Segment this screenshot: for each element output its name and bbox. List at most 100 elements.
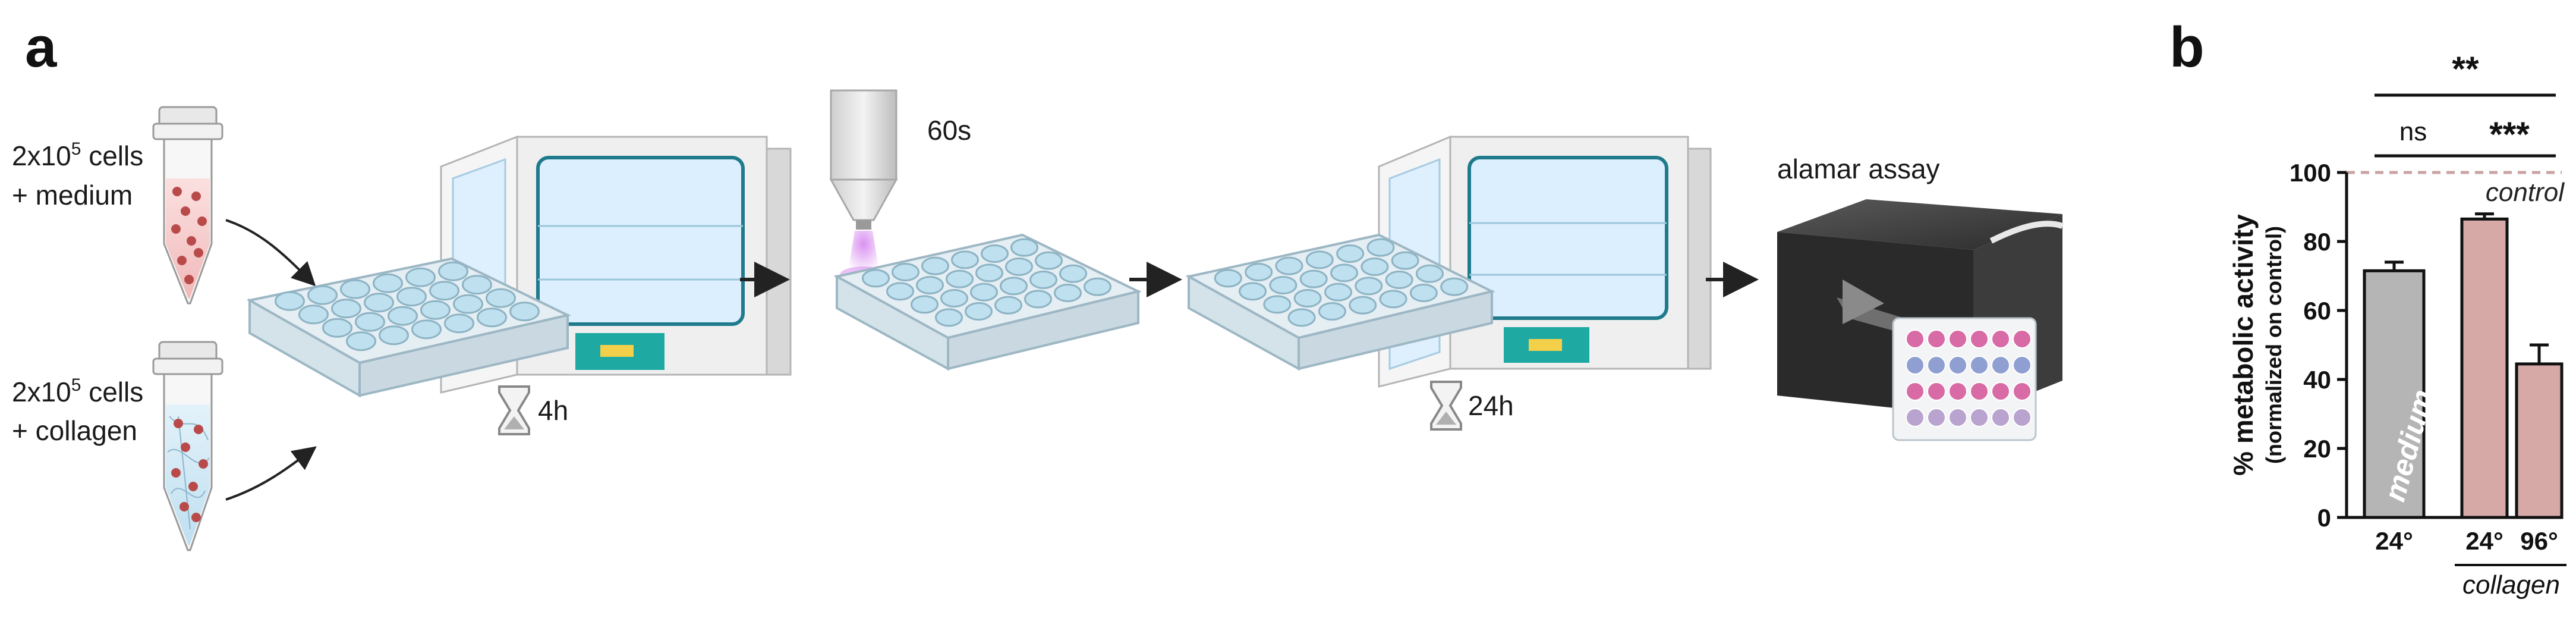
well [892,263,919,281]
well [1035,251,1063,270]
result-well [1906,329,1925,349]
well [1245,263,1273,281]
result-well [1970,356,1989,375]
curved-arrow-bottom [225,446,317,501]
y-tick-label: 100 [2290,159,2331,187]
well-plate-1 [246,257,571,398]
assay-label: alamar assay [1777,153,1940,184]
result-well [1948,356,1967,375]
time-incubation-1: 4h [538,395,568,426]
result-well [1948,408,1967,427]
well [1287,308,1316,327]
well [396,287,427,307]
y-tick-label: 60 [2303,297,2331,325]
bar [2363,269,2426,519]
well [322,318,352,338]
well [940,289,968,307]
well [364,293,394,313]
well [1029,271,1057,289]
well [429,281,459,301]
well [1000,277,1028,296]
well [994,296,1022,315]
well [1059,264,1087,283]
result-well [1927,356,1946,375]
well [462,275,492,295]
time-exposure: 60s [927,115,971,146]
well [1324,283,1352,302]
well [1299,269,1328,288]
bar [2460,217,2509,519]
well [340,279,370,299]
well [1336,244,1365,263]
well [411,319,442,340]
well [1355,277,1383,296]
result-well [1948,329,1967,349]
panel-a-letter: a [25,15,57,79]
curved-arrow-top [225,219,316,287]
x-tick-label: 96° [2520,527,2558,555]
well [1084,277,1111,296]
well [331,299,361,319]
time-incubation-2: 24h [1468,390,1514,421]
y-tick-label: 40 [2303,366,2331,394]
well [438,261,468,281]
result-well [1970,408,1989,427]
y-axis-sublabel: (normalized on control) [2262,226,2286,464]
result-well [1906,408,1925,427]
well [975,263,1003,283]
well-plate-3 [1185,233,1495,371]
well [1293,289,1322,307]
well [1361,258,1389,276]
tube-medium [152,106,223,305]
well [1305,250,1334,269]
result-well [1927,382,1946,401]
well [981,244,1009,263]
result-well [2013,329,2032,349]
well [1054,284,1082,302]
well [1263,295,1292,314]
well [373,273,403,293]
y-tick-label: 0 [2317,504,2331,532]
result-well [1948,382,1967,401]
hourglass-icon [498,385,530,435]
well [1275,256,1303,275]
well [1385,271,1413,289]
result-well [2013,382,2032,401]
panel-b-letter: b [2169,15,2205,79]
well [453,294,483,314]
well [477,307,507,328]
well [509,302,540,322]
result-well [2013,408,2032,427]
y-axis-label: % metabolic activity [2228,214,2259,476]
well [965,302,993,321]
well-plate-2 [833,233,1142,371]
well [1391,251,1419,270]
well [1349,296,1377,315]
well [355,312,385,332]
result-well [1906,356,1925,375]
well [1010,238,1038,257]
well [388,306,418,326]
well [346,331,376,351]
well [1330,263,1359,283]
y-tick-label: 80 [2303,228,2331,256]
tube-collagen-label-line1: 2x105 cells [12,375,143,407]
result-well [1991,329,2010,349]
well [307,285,338,305]
well [916,276,944,294]
well [886,282,914,301]
result-well [1991,408,2010,427]
well [420,300,451,320]
y-tick-label: 20 [2303,435,2331,463]
plasma-nozzle [829,89,898,283]
tube-medium-label-line2: + medium [12,180,133,211]
well [1005,258,1033,276]
result-well [1970,382,1989,401]
well [1318,302,1346,321]
significance-label: *** [2489,115,2530,154]
well [298,305,329,325]
well [921,256,949,275]
result-well [1970,329,1989,349]
